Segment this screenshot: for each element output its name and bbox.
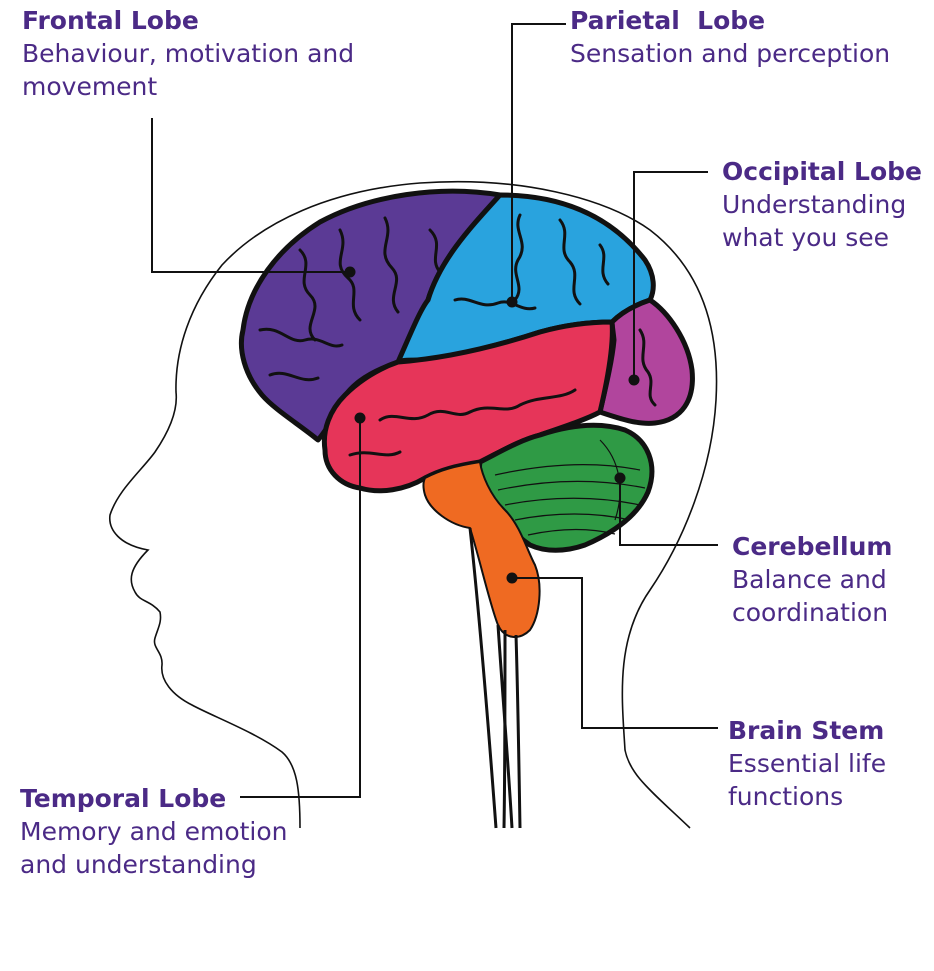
temporal-lobe-desc: Memory and emotion and understanding xyxy=(20,815,340,881)
occipital-lobe-desc: Understanding what you see xyxy=(722,188,928,254)
frontal-lobe-desc: Behaviour, motivation and movement xyxy=(22,37,392,103)
occipital-lobe xyxy=(600,300,692,423)
cerebellum-title: Cerebellum xyxy=(732,530,922,563)
temporal-lobe-title: Temporal Lobe xyxy=(20,782,340,815)
frontal-lobe-title: Frontal Lobe xyxy=(22,4,392,37)
occipital-lobe-title: Occipital Lobe xyxy=(722,155,928,188)
parietal-lobe-title: Parietal Lobe xyxy=(570,4,930,37)
parietal-lobe-label: Parietal Lobe Sensation and perception xyxy=(570,4,930,70)
frontal-lobe-label: Frontal Lobe Behaviour, motivation and m… xyxy=(22,4,392,103)
brain-stem-desc: Essential life functions xyxy=(728,747,908,813)
cerebellum-desc: Balance and coordination xyxy=(732,563,922,629)
brain-stem-label: Brain Stem Essential life functions xyxy=(728,714,908,813)
occipital-lobe-label: Occipital Lobe Understanding what you se… xyxy=(722,155,928,254)
brain-stem-title: Brain Stem xyxy=(728,714,908,747)
cerebellum-label: Cerebellum Balance and coordination xyxy=(732,530,922,629)
temporal-lobe-label: Temporal Lobe Memory and emotion and und… xyxy=(20,782,340,881)
parietal-lobe-desc: Sensation and perception xyxy=(570,37,930,70)
